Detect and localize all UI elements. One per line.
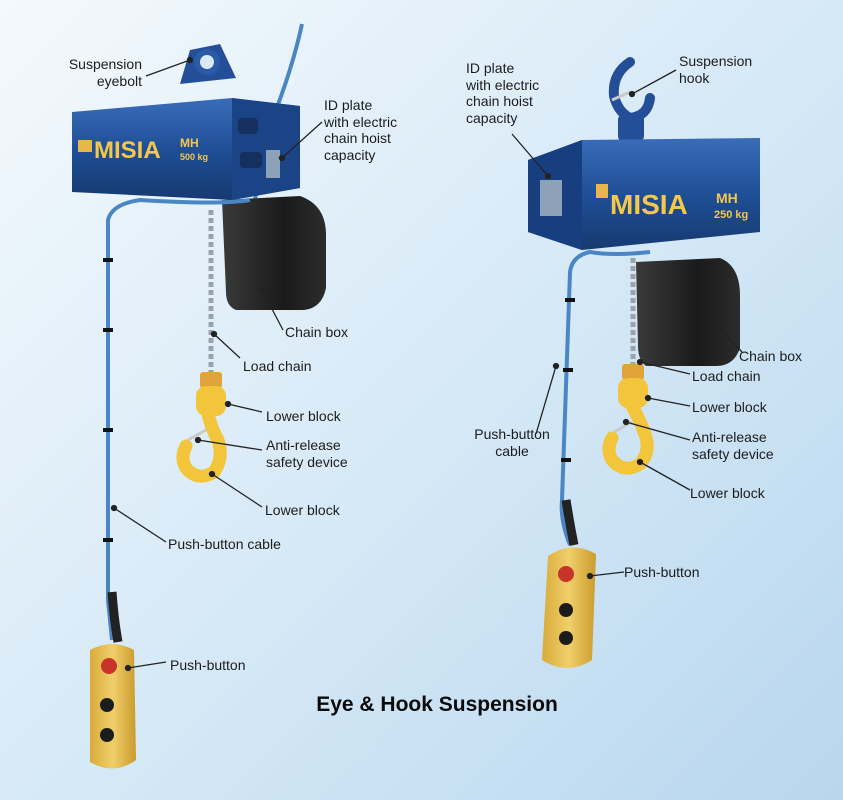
right-hoist-brand: MISIA <box>610 189 688 220</box>
label-left-lower-block-bottom: Lower block <box>265 502 340 518</box>
label-left-lower-block-top: Lower block <box>266 408 341 424</box>
label-left-chain-box: Chain box <box>285 324 349 340</box>
label-left-anti-release: Anti-release safety device <box>266 437 348 470</box>
label-right-chain-box: Chain box <box>739 348 803 364</box>
right-push-button-cable <box>559 249 651 546</box>
label-right-lower-block-bottom: Lower block <box>690 485 765 501</box>
label-left-id-plate: ID plate with electric chain hoist capac… <box>324 97 398 163</box>
left-hoist: MISIA MH 500 kg <box>72 23 326 769</box>
left-chain-box <box>222 196 326 310</box>
right-chain-box <box>636 258 740 366</box>
label-left-push-button: Push-button <box>170 657 246 673</box>
right-hoist-body <box>528 138 760 250</box>
right-lower-block <box>602 364 654 475</box>
label-right-push-button-cable: Push-button cable <box>474 426 550 459</box>
label-left-load-chain: Load chain <box>243 358 312 374</box>
left-hoist-model: MH <box>180 136 199 150</box>
label-suspension-eyebolt: Suspension eyebolt <box>68 56 142 89</box>
figure-caption: Eye & Hook Suspension <box>316 693 558 716</box>
left-lower-block <box>176 372 227 483</box>
right-hoist: MISIA MH 250 kg <box>528 57 760 668</box>
label-right-anti-release: Anti-release safety device <box>692 429 774 462</box>
leader-lines <box>110 56 743 672</box>
label-right-push-button: Push-button <box>624 564 700 580</box>
left-hoist-brand: MISIA <box>94 137 161 164</box>
right-push-button-pendant <box>542 547 596 668</box>
left-push-button-cable <box>106 197 251 641</box>
right-id-plate <box>540 180 562 216</box>
suspension-eyebolt <box>180 44 236 84</box>
left-id-plate <box>266 150 280 178</box>
label-left-push-button-cable: Push-button cable <box>168 536 281 552</box>
label-right-lower-block-top: Lower block <box>692 399 767 415</box>
left-hoist-capacity: 500 kg <box>180 152 208 162</box>
label-right-id-plate: ID plate with electric chain hoist capac… <box>466 60 540 126</box>
label-right-load-chain: Load chain <box>692 368 761 384</box>
label-suspension-hook: Suspension hook <box>679 53 753 86</box>
right-hoist-model: MH <box>716 190 738 206</box>
left-hoist-body <box>72 98 300 200</box>
right-hoist-capacity: 250 kg <box>714 209 748 221</box>
suspension-hook <box>608 57 655 142</box>
left-push-button-pendant <box>90 644 136 769</box>
